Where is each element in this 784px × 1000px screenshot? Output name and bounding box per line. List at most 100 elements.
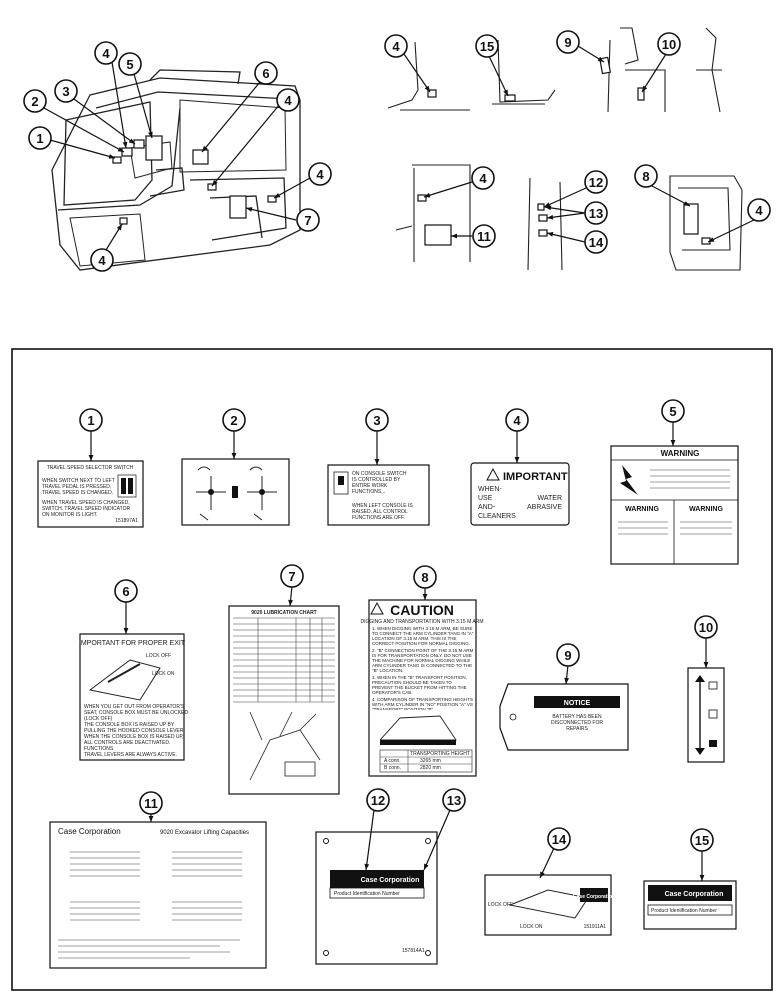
callout-circle [308,162,332,186]
callout-number: 7 [304,213,311,228]
leader-arrowhead [374,459,380,465]
leader-arrowhead [683,201,690,206]
decal-8-row-b-value: 2820 mm [420,765,441,771]
leader-arrowhead [231,453,237,459]
callout-number: 13 [589,206,603,221]
leader-arrowhead [116,224,122,231]
callout-circle [366,788,390,812]
callout-6: 6 [114,579,138,603]
decal-8-para-1: 1. WHEN DIGGING WITH 3.15 M ARM, BE SURE… [372,626,474,646]
callout-8: 8 [634,164,658,188]
leader-arrowhead [122,141,128,148]
leader-arrowhead [288,599,293,606]
callout-circle [505,408,529,432]
decal-9-line-0: BATTERY HAS BEEN [552,714,602,720]
callout-5: 5 [661,399,685,423]
callout-number: 12 [371,793,385,808]
callout-number: 4 [316,167,324,182]
leader-line-4 [707,219,755,243]
callout-circle [471,166,495,190]
leader-lines [43,45,755,881]
callout-12: 12 [584,170,608,194]
decal-8-para-2: 2. "B" CONNECTION POINT OF THE 3.15 M AR… [372,648,474,673]
callout-number: 3 [373,413,380,428]
leader-line-8 [651,185,691,207]
leader-line-1 [49,139,116,159]
decal-7-title: 9020 LUBRICATION CHART [251,610,316,616]
callout-number: 6 [122,584,129,599]
leader-arrowhead [547,232,554,237]
decal-4-important: IMPORTANT WHEN- USE AND- CLEANERS WATER … [470,462,570,526]
decal-12-serial-label: Product Identification Number [334,891,400,897]
callout-circle [690,828,714,852]
decal-3-line-5: RAISED, ALL CONTROL [352,509,408,515]
callout-number: 11 [477,229,491,244]
callout-circle [23,89,47,113]
decal-5-warning-left: WARNING [625,506,659,513]
leader-line-12 [365,809,375,871]
decal-1-line-4: WHEN TRAVEL SPEED IS CHANGED, [42,500,130,506]
callout-number: 5 [669,404,676,419]
decal-11-company: Case Corporation [58,827,121,836]
callout-4: 4 [747,198,771,222]
leader-line-4 [211,103,281,187]
callout-number: 14 [552,832,567,847]
leader-arrowhead [544,202,551,207]
leader-line-4 [403,53,431,93]
callout-number: 5 [126,57,133,72]
decal-14-company: Case Corporation [573,894,615,900]
leader-arrowhead [514,457,520,463]
callout-number: 1 [36,131,43,146]
leader-arrowhead [642,85,648,92]
decal-5-warning-top: WARNING [661,449,700,458]
decal-15-company: Case Corporation [665,891,724,898]
callout-circle [413,565,437,589]
decal-6-line-3: THE CONSOLE BOX IS RAISED UP BY [84,722,175,728]
decal-6-line-8: TRAVEL LEVERS ARE ALWAYS ACTIVE. [84,752,177,758]
decal-1-line-2: TRAVEL PEDAL IS PRESSED, [42,484,111,490]
callout-2: 2 [23,89,47,113]
callout-number: 4 [479,171,487,186]
leader-arrowhead [202,145,208,152]
decal-1-line-5: SWITCH. TRAVEL SPEED INDICATOR [42,506,130,512]
callout-10: 10 [694,615,718,639]
leader-arrowhead [703,662,709,668]
callout-number: 1 [87,413,94,428]
decal-8-row-a-label: A conn. [384,758,401,764]
leader-line-2 [43,107,125,153]
callout-circle [365,408,389,432]
leader-arrowhead [422,594,428,600]
leader-arrowhead [274,192,281,198]
leader-arrowhead [424,863,429,870]
callout-number: 13 [447,793,461,808]
leader-arrowhead [364,863,370,870]
decal-3-line-1: IS CONTROLLED BY [352,477,401,483]
decal-8-table-header: TRANSPORTING HEIGHT [410,751,470,757]
callout-circle [139,791,163,815]
leader-arrowhead [451,233,457,239]
callout-circle [222,408,246,432]
callout-11: 11 [139,791,163,815]
decal-6-line-6: ALL CONTROLS ARE DEACTIVATED. [84,740,170,746]
decal-15-id-plate: Case Corporation Product Identification … [643,880,737,930]
leader-arrowhead [88,455,94,461]
callout-12: 12 [366,788,390,812]
callout-circle [296,208,320,232]
decal-8-para-4: 4. COMPARISON OF TRANSPORTING HEIGHTS WI… [372,697,474,710]
leader-arrowhead [424,85,430,92]
callout-13: 13 [442,788,466,812]
callout-number: 4 [284,93,292,108]
callout-4: 4 [505,408,529,432]
callout-number: 4 [755,203,763,218]
decal-8-subtitle: DIGGING AND TRANSPORTATION WITH 3.15 M A… [361,619,484,625]
decal-11-lifting-capacities: Case Corporation 9020 Excavator Lifting … [49,821,267,969]
leader-arrowhead [564,677,570,684]
callout-number: 2 [31,94,38,109]
callout-circle [747,198,771,222]
leader-line-4 [273,177,311,199]
decal-1-line-3: TRAVEL SPEED IS CHANGED. [42,490,113,496]
decal-3-line-2: ENTIRE WORK [352,483,388,489]
decal-4-row-water: WATER [538,495,563,502]
decal-2-control-pattern [181,458,290,526]
